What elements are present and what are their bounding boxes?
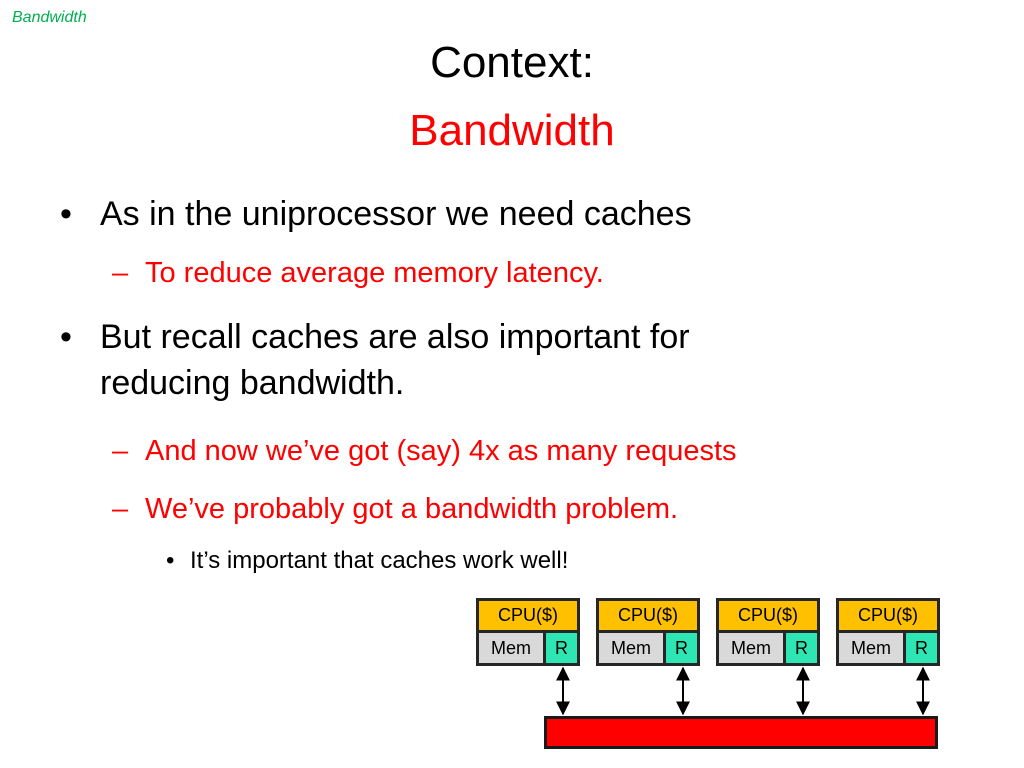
processor-node-2: CPU($) Mem R [596, 598, 700, 666]
bullet-list: • As in the uniprocessor we need caches … [60, 191, 737, 577]
bullet-level1: • As in the uniprocessor we need caches [60, 191, 692, 237]
router-box: R [906, 633, 937, 663]
bullet-dash: – [112, 493, 129, 525]
cpu-cache-box: CPU($) [719, 601, 817, 630]
bullet-text: To reduce average memory latency. [145, 257, 604, 289]
bullet-dash: – [112, 435, 129, 467]
bullet-dot: • [60, 318, 72, 356]
bullet-text-line2: reducing bandwidth. [100, 364, 405, 402]
processor-node-3: CPU($) Mem R [716, 598, 820, 666]
cpu-cache-box: CPU($) [479, 601, 577, 630]
bullet-level2: – And now we’ve got (say) 4x as many req… [112, 432, 737, 470]
memory-box: Mem [839, 633, 903, 663]
section-tag: Bandwidth [12, 9, 87, 26]
slide-subtitle: Bandwidth [409, 106, 615, 155]
router-box: R [546, 633, 577, 663]
processor-node-4: CPU($) Mem R [836, 598, 940, 666]
bullet-text: And now we’ve got (say) 4x as many reque… [145, 435, 737, 467]
cpu-cache-box: CPU($) [599, 601, 697, 630]
processor-node-1: CPU($) Mem R [476, 598, 580, 666]
router-box: R [786, 633, 817, 663]
bullet-level2: – We’ve probably got a bandwidth problem… [112, 490, 679, 528]
memory-box: Mem [479, 633, 543, 663]
bullet-dot: • [166, 547, 175, 574]
router-box: R [666, 633, 697, 663]
bullet-level1: • But recall caches are also important f… [60, 314, 690, 406]
bullet-text: We’ve probably got a bandwidth problem. [145, 493, 679, 525]
bullet-level3: • It’s important that caches work well! [166, 545, 569, 577]
shared-bus [544, 716, 938, 749]
bullet-text: It’s important that caches work well! [190, 547, 569, 574]
bullet-dash: – [112, 257, 129, 289]
bullet-text-line1: But recall caches are also important for [100, 318, 690, 356]
memory-box: Mem [719, 633, 783, 663]
memory-box: Mem [599, 633, 663, 663]
slide-title: Context: [430, 38, 594, 87]
cpu-cache-box: CPU($) [839, 601, 937, 630]
bullet-dot: • [60, 195, 72, 233]
bullet-level2: – To reduce average memory latency. [112, 254, 604, 292]
bullet-text: As in the uniprocessor we need caches [100, 195, 692, 233]
